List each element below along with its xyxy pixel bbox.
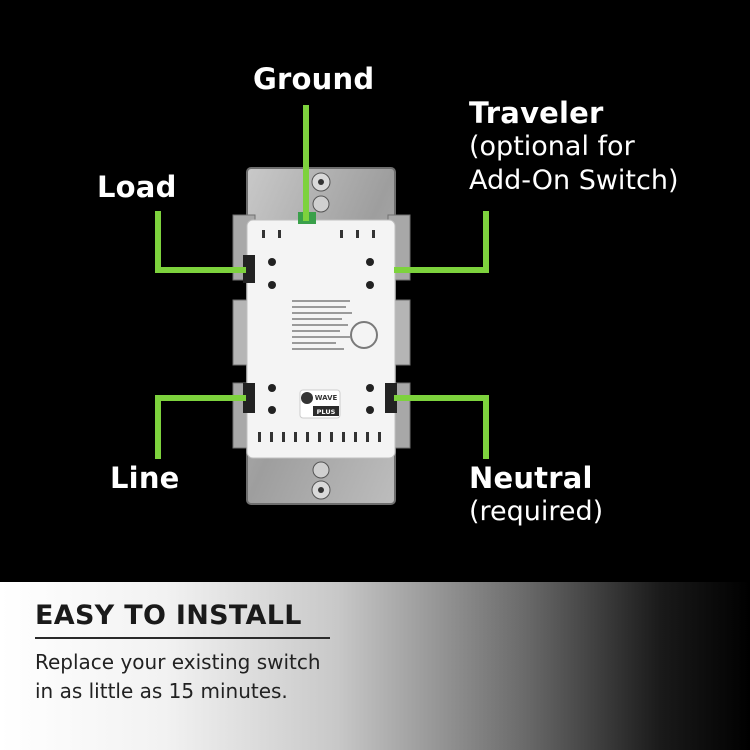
wire-callouts xyxy=(155,105,489,459)
banner-line-2: in as little as 15 minutes. xyxy=(35,679,288,703)
neutral-note: (required) xyxy=(469,496,604,527)
switch-body xyxy=(243,212,397,459)
load-wire xyxy=(155,211,246,273)
load-label: Load xyxy=(97,170,177,204)
traveler-label: Traveler xyxy=(469,96,604,130)
banner-line-1: Replace your existing switch xyxy=(35,650,321,674)
line-label: Line xyxy=(110,461,180,495)
banner-description: Replace your existing switch in as littl… xyxy=(35,648,321,706)
banner-title: EASY TO INSTALL xyxy=(35,600,302,631)
neutral-callout: Neutral (required) xyxy=(469,461,603,529)
traveler-wire xyxy=(394,211,489,273)
traveler-note-line2: Add-On Switch) xyxy=(469,165,679,196)
zwave-brand-text: WAVE xyxy=(315,394,338,402)
ground-label: Ground xyxy=(253,62,375,96)
zwave-plus-text: PLUS xyxy=(317,408,336,416)
strap-screw-bottom xyxy=(311,461,331,500)
neutral-wire xyxy=(394,395,489,459)
zwave-plus-badge: WAVE PLUS xyxy=(299,389,341,419)
info-banner xyxy=(0,582,750,750)
banner-divider xyxy=(35,637,330,639)
ge-logo-icon xyxy=(350,321,378,349)
wiring-diagram: WAVE PLUS xyxy=(155,105,489,505)
neutral-label: Neutral xyxy=(469,461,593,495)
line-wire xyxy=(155,395,246,459)
traveler-note-line1: (optional for xyxy=(469,131,635,162)
strap-screw-top xyxy=(311,172,331,213)
traveler-callout: Traveler (optional for Add-On Switch) xyxy=(469,96,679,198)
